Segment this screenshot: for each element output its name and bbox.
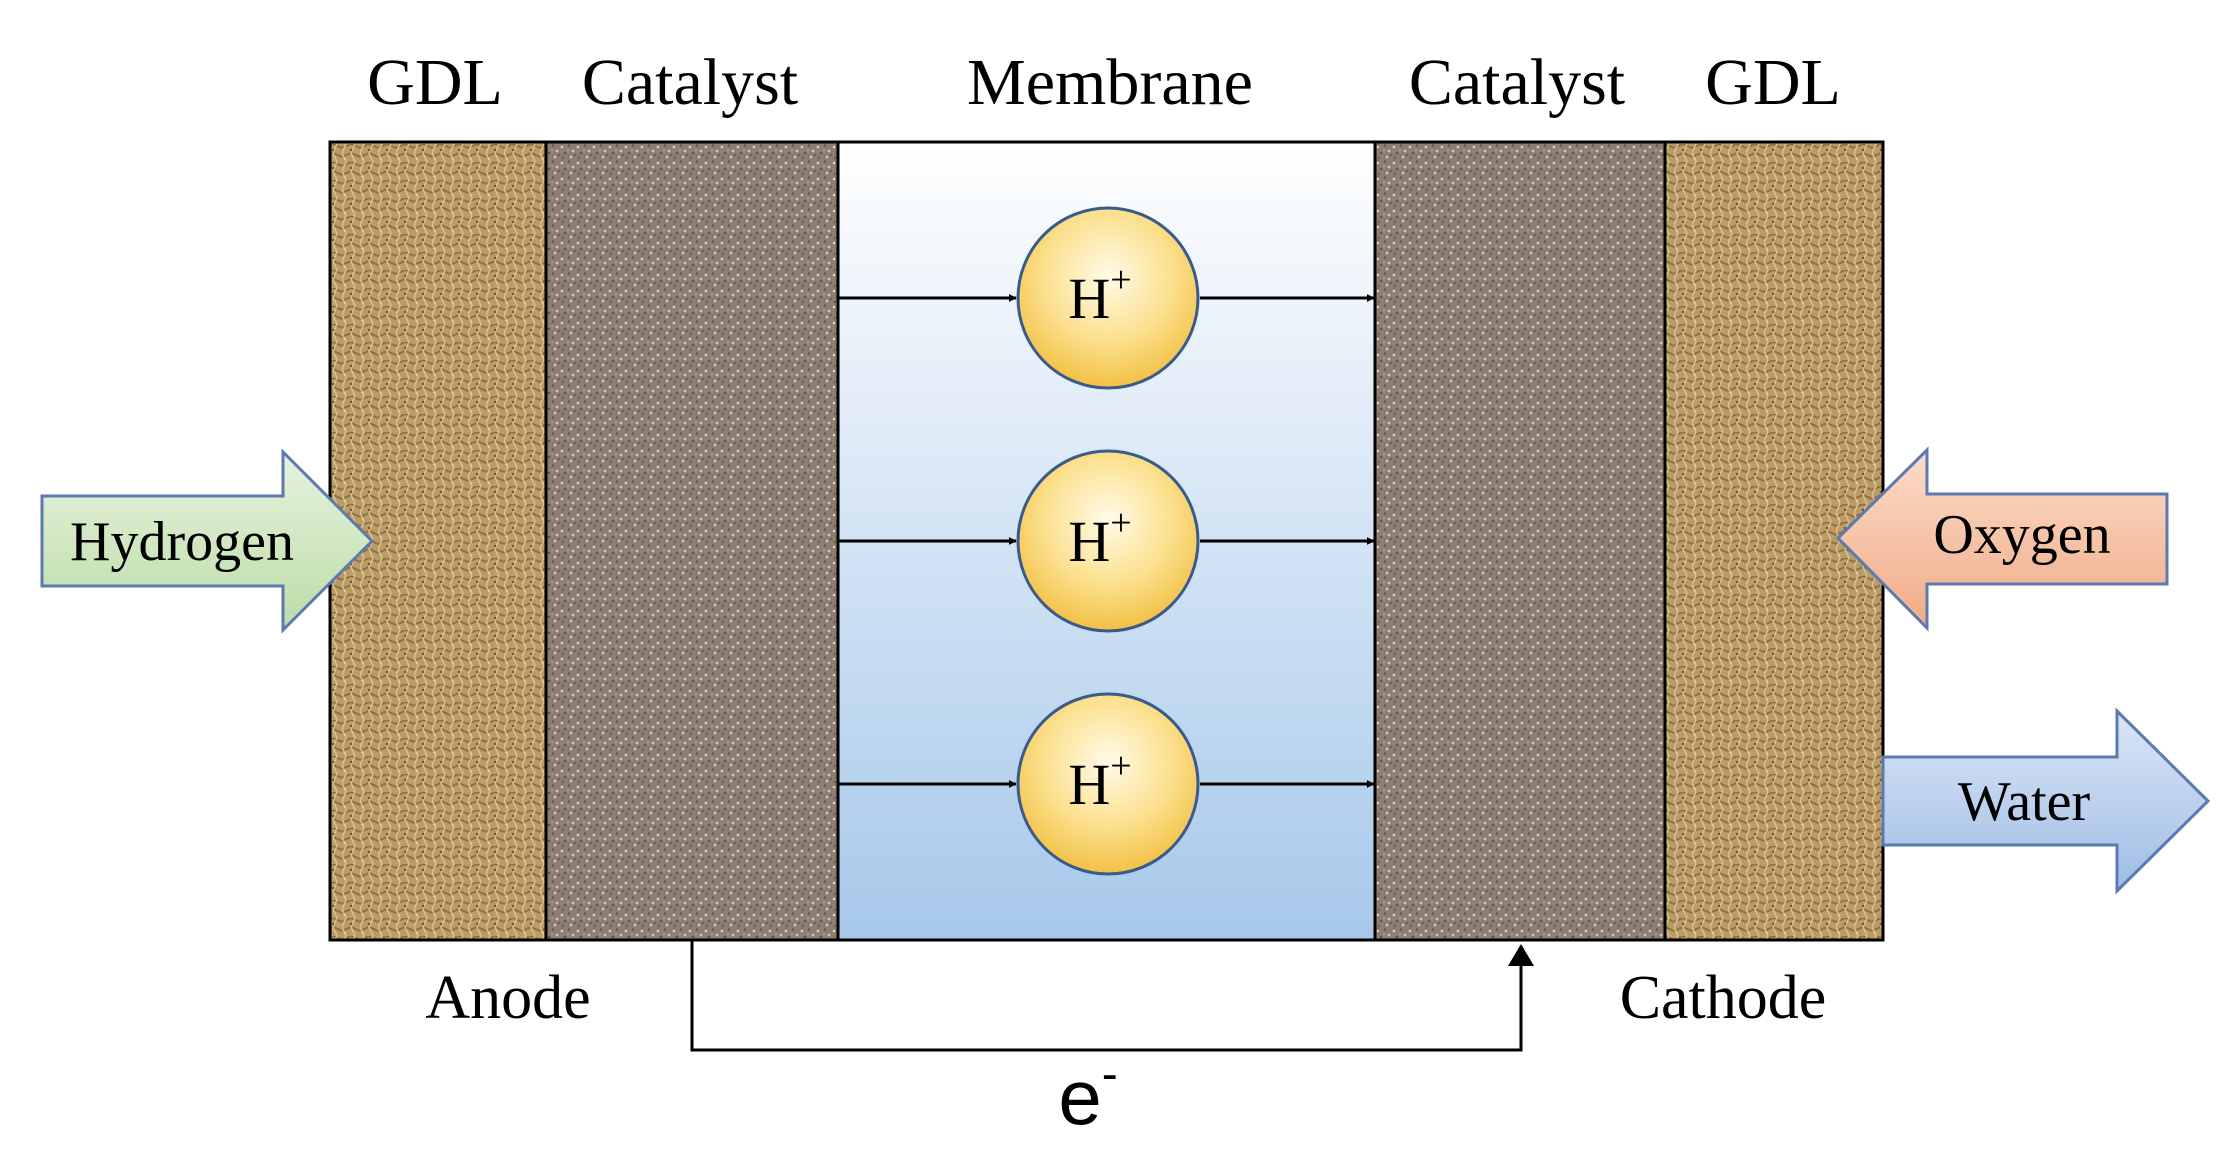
cathode-catalyst-layer [1375,142,1665,940]
svg-text:H+: H+ [1068,745,1131,817]
hydrogen-label: Hydrogen [70,511,294,573]
proton-ion [1016,206,1200,390]
ion-row: H+ [838,449,1375,633]
svg-text:H+: H+ [1068,259,1131,331]
ion-symbol: H [1068,509,1110,574]
oxygen-arrow: Oxygen [1835,446,2169,632]
electron-charge: - [1102,1048,1118,1101]
label-anode-gdl: GDL [367,46,503,119]
anode-catalyst-layer [546,142,838,940]
electron-symbol: e [1058,1053,1101,1141]
ion-symbol: H [1068,752,1110,817]
ion-symbol: H [1068,266,1110,331]
ion-charge: + [1110,259,1131,301]
svg-text:e-: e- [1058,1048,1117,1141]
water-label: Water [1958,771,2091,833]
proton-ion [1016,449,1200,633]
cathode-label: Cathode [1620,964,1827,1032]
electron-circuit [690,940,1534,1052]
circuit-arrowhead [1508,944,1534,966]
proton-ion [1016,692,1200,876]
water-arrow: Water [1881,707,2211,895]
svg-text:H+: H+ [1068,502,1131,574]
ion-charge: + [1110,745,1131,787]
label-membrane: Membrane [967,46,1253,119]
ion-row: H+ [838,206,1375,390]
ion-charge: + [1110,502,1131,544]
hydrogen-arrow: Hydrogen [40,448,375,634]
label-anode-catalyst: Catalyst [582,46,798,119]
oxygen-label: Oxygen [1933,504,2110,566]
anode-label: Anode [425,964,590,1032]
label-cathode-gdl: GDL [1705,46,1841,119]
label-cathode-catalyst: Catalyst [1409,46,1625,119]
ion-row: H+ [838,692,1375,876]
